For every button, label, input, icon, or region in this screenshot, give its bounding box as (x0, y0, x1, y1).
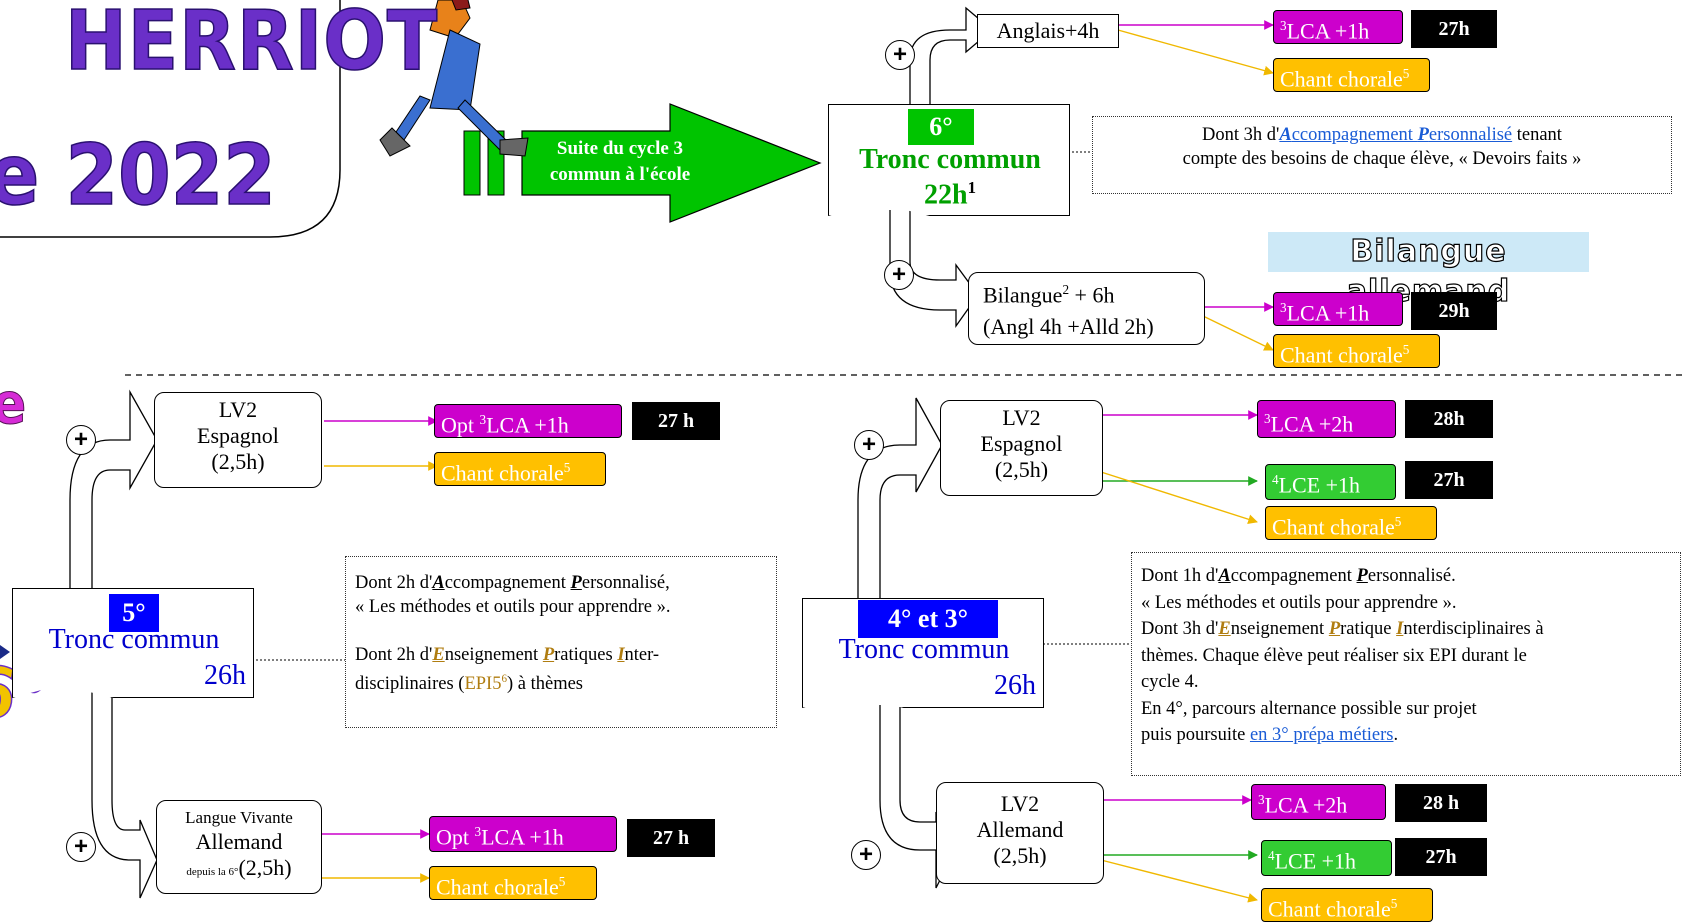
lca-tag: 3LCA +1h (1273, 10, 1403, 44)
grade-5-title: Tronc commun (48, 624, 220, 655)
ap-link[interactable]: Accompagnement Personnalisé (1279, 125, 1513, 145)
plus-icon: + (851, 840, 881, 870)
lca-tag: 3LCA +1h (1273, 292, 1403, 326)
grade-6-hours-value: 22h (924, 179, 968, 211)
lca-tag: 3LCA +2h (1257, 400, 1396, 438)
option-bilingual-box: Bilangue2 + 6h (Angl 4h +Alld 2h) (968, 272, 1205, 345)
cycle-arrow-label: Suite du cycle 3 commun à l'école (540, 136, 700, 188)
grade-43-badge: 4° et 3° (858, 600, 998, 638)
grade-6-note-line2: compte des besoins de chaque élève, « De… (1182, 149, 1582, 169)
total-hours-badge: 27h (1411, 10, 1497, 48)
school-year: e 2022 (0, 125, 277, 225)
option-german-5-box: Langue Vivante Allemand depuis la 6°(2,5… (156, 800, 322, 894)
grade-5-badge: 5° (109, 594, 159, 632)
grade-5-note: Dont 2h d'Accompagnement Personnalisé, «… (345, 556, 777, 728)
option-english-box: Anglais+4h (977, 14, 1119, 48)
runner-illustration (379, 0, 529, 157)
plus-icon: + (66, 832, 96, 862)
grade-43-note: Dont 1h d'Accompagnement Personnalisé. «… (1131, 552, 1681, 776)
total-hours-badge: 28h (1405, 400, 1493, 438)
option-spanish-43-box: LV2 Espagnol (2,5h) (940, 400, 1103, 496)
total-hours-badge: 27 h (627, 819, 715, 857)
grade-5-hours: 26h (204, 660, 246, 691)
grade-6-badge: 6° (908, 109, 974, 145)
option-spanish-5-box: LV2 Espagnol (2,5h) (154, 392, 322, 488)
cycle-bar-1 (463, 130, 481, 196)
plus-icon: + (66, 425, 96, 455)
choir-tag: Chant chorale5 (1273, 334, 1440, 368)
grade-6-title: Tronc commun (859, 144, 1041, 175)
choir-tag: Chant chorale5 (1273, 58, 1430, 92)
bilingual-heading: Bilangue allemand (1268, 232, 1589, 310)
choir-tag: Chant chorale5 (1261, 888, 1433, 922)
trunk-6-down (889, 210, 979, 329)
school-panel (0, 0, 341, 238)
trunk-5-down (91, 690, 158, 899)
bilingual-line2: (Angl 4h +Alld 2h) (983, 314, 1154, 340)
lce-tag: 4LCE +1h (1261, 840, 1392, 876)
choir-tag: Chant chorale5 (429, 866, 597, 900)
choir-tag: Chant chorale5 (1265, 506, 1437, 540)
cycle-line-1: Suite du cycle 3 (556, 138, 684, 159)
total-hours-badge: 29h (1411, 292, 1497, 330)
grade-6-note-line1: Dont 3h d'Accompagnement Personnalisé te… (1202, 125, 1562, 145)
plus-icon: + (854, 430, 884, 460)
left-partial-heading: e (0, 372, 27, 438)
choir-tag: Chant chorale5 (434, 452, 606, 486)
total-hours-badge: 27 h (632, 402, 720, 440)
total-hours-badge: 28 h (1395, 784, 1487, 822)
grade-6-hours: 22h1 (900, 178, 1000, 211)
lce-tag: 4LCE +1h (1265, 464, 1396, 500)
plus-icon: + (885, 40, 915, 70)
prepa-metiers-link[interactable]: en 3° prépa métiers (1249, 725, 1394, 745)
total-hours-badge: 27h (1405, 461, 1493, 499)
trunk-5 (69, 389, 158, 590)
cycle-line-2: commun à l'école (549, 164, 691, 185)
trunk-43-up (857, 397, 943, 600)
grade-6-note: Dont 3h d'Accompagnement Personnalisé te… (1092, 116, 1672, 194)
cycle-arrow-shape (521, 103, 822, 223)
bilingual-line1: Bilangue2 + 6h (983, 282, 1115, 308)
lca-tag: 3LCA +2h (1251, 784, 1386, 820)
grade-6-hours-sup: 1 (967, 178, 976, 197)
lca-tag: Opt 3LCA +1h (429, 816, 617, 852)
option-german-43-box: LV2 Allemand (2,5h) (936, 782, 1104, 884)
school-name: HERRIOT (64, 0, 439, 90)
lca-tag: Opt 3LCA +1h (434, 404, 622, 438)
total-hours-badge: 27h (1395, 838, 1487, 876)
left-edge-arrow (0, 645, 10, 659)
grade-43-title: Tronc commun (838, 634, 1010, 665)
grade-43-hours: 26h (994, 670, 1036, 701)
plus-icon: + (884, 260, 914, 290)
